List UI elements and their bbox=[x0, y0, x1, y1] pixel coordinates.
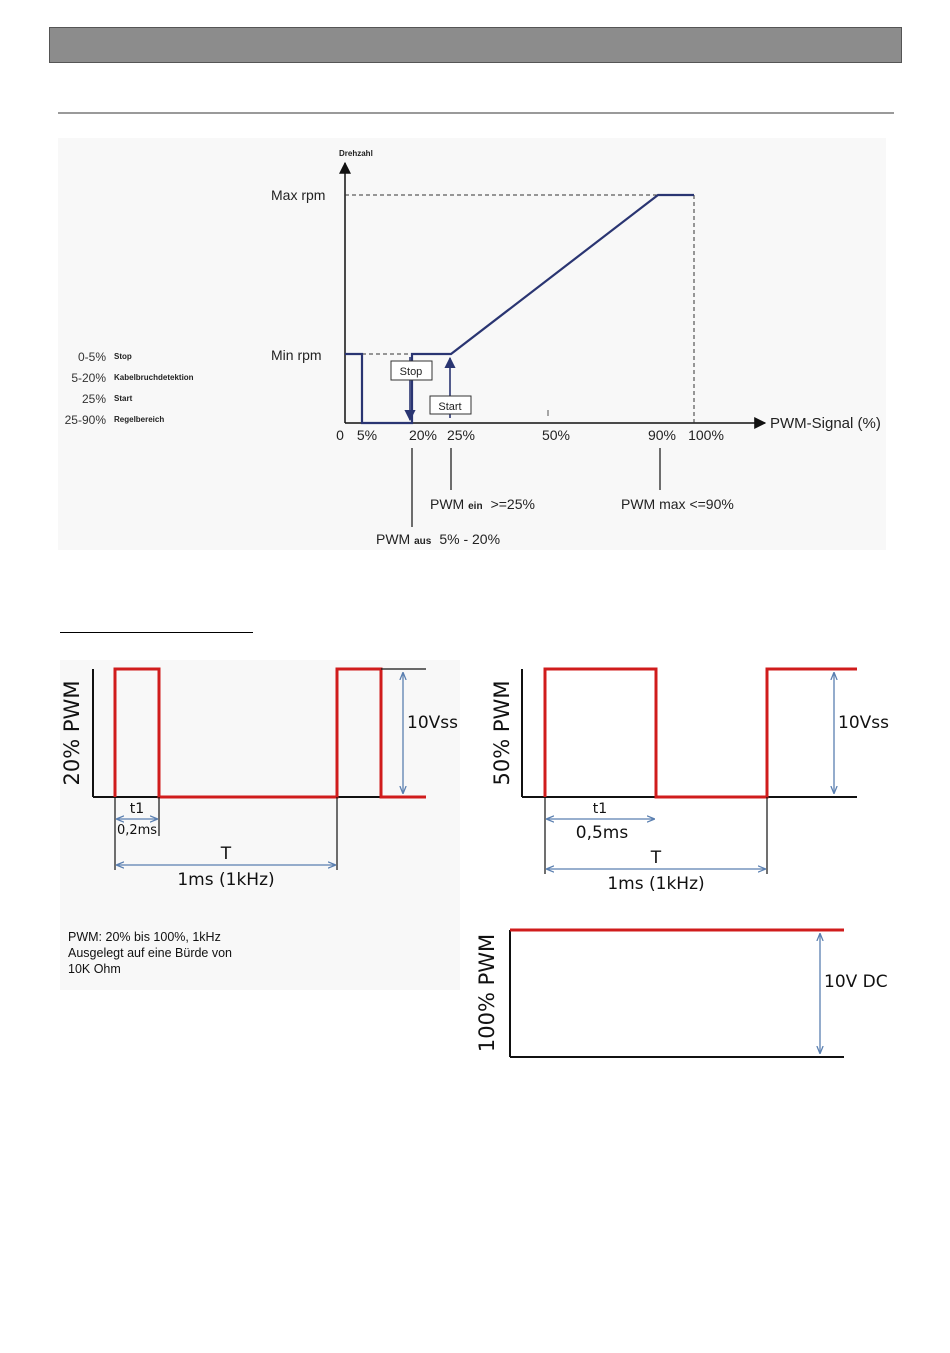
pwm-signal bbox=[543, 667, 857, 799]
stop-box-label: Stop bbox=[400, 366, 423, 378]
legend-item: 0-5% Stop bbox=[58, 350, 268, 371]
waveform-label: 50% PWM bbox=[490, 681, 514, 786]
period-label: T bbox=[650, 848, 662, 868]
period-value: 1ms (1kHz) bbox=[607, 874, 704, 894]
specification-note: PWM: 20% bis 100%, 1kHz Ausgelegt auf ei… bbox=[68, 929, 232, 977]
legend-desc: Stop bbox=[114, 352, 132, 361]
section-rule bbox=[60, 632, 253, 633]
t1-value: 0,5ms bbox=[576, 823, 629, 843]
start-box-label: Start bbox=[438, 401, 461, 413]
separator-line bbox=[58, 112, 894, 114]
x-axis-title: PWM-Signal (%) bbox=[770, 415, 881, 432]
legend-range: 25% bbox=[81, 392, 106, 406]
pwm-100-waveform: 100% PWM 10V DC bbox=[475, 928, 888, 1058]
pwm-50-waveform: 50% PWM 10Vss t1 0,5ms T 1ms (1kHz) bbox=[490, 667, 889, 894]
period-label: T bbox=[220, 844, 232, 864]
legend-range: 5-20% bbox=[71, 371, 106, 385]
t1-label: t1 bbox=[130, 801, 144, 817]
legend-item: 5-20% Kabelbruchdetektion bbox=[58, 371, 268, 392]
speed-chart-panel bbox=[58, 138, 886, 550]
y-axis-title: Drehzahl bbox=[339, 149, 373, 158]
header-bar bbox=[49, 27, 902, 63]
t1-value: 0,2ms bbox=[117, 823, 157, 838]
speed-curve bbox=[345, 193, 694, 425]
start-box bbox=[429, 395, 472, 415]
pwm-on-callout: PWM ein>=25% bbox=[430, 496, 535, 512]
x-tick-label: 100% bbox=[688, 427, 724, 443]
legend-range: 0-5% bbox=[77, 350, 106, 364]
x-tick-label: 0 bbox=[336, 427, 344, 443]
legend-item: 25-90% Regelbereich bbox=[58, 413, 268, 434]
x-tick-label: 5% bbox=[357, 427, 377, 443]
x-tick-label: 25% bbox=[447, 427, 475, 443]
amplitude-label: 10V DC bbox=[824, 972, 888, 992]
x-tick-label: 50% bbox=[542, 427, 570, 443]
waveform-label: 100% PWM bbox=[475, 934, 499, 1052]
amplitude-label: 10Vss bbox=[838, 713, 889, 733]
legend-desc: Regelbereich bbox=[114, 415, 165, 424]
min-rpm-label: Min rpm bbox=[271, 347, 322, 363]
panel-bg bbox=[60, 660, 460, 990]
note-line: Ausgelegt auf eine Bürde von bbox=[68, 946, 233, 960]
max-rpm-label: Max rpm bbox=[271, 187, 325, 203]
pwm-20-waveform: 20% PWM 10Vss t1 0,2ms T 1ms (1kHz) bbox=[60, 660, 460, 990]
pwm-max-callout: PWM max <=90% bbox=[621, 496, 734, 512]
legend-range: 25-90% bbox=[64, 413, 106, 427]
note-line: PWM: 20% bis 100%, 1kHz bbox=[68, 930, 221, 944]
legend: 0-5% Stop 5-20% Kabelbruchdetektion 25% … bbox=[58, 350, 268, 434]
x-tick-label: 20% bbox=[409, 427, 437, 443]
stop-box bbox=[390, 360, 433, 381]
t1-label: t1 bbox=[593, 801, 607, 817]
legend-item: 25% Start bbox=[58, 392, 268, 413]
speed-chart: Drehzahl PWM-Signal (%) Max rpm Min rpm … bbox=[271, 149, 881, 547]
note-line: 10K Ohm bbox=[68, 962, 121, 976]
x-tick-label: 90% bbox=[648, 427, 676, 443]
legend-desc: Kabelbruchdetektion bbox=[114, 373, 194, 382]
waveform-label: 20% PWM bbox=[60, 681, 84, 786]
period-value: 1ms (1kHz) bbox=[177, 870, 274, 890]
amplitude-label: 10Vss bbox=[407, 713, 458, 733]
legend-desc: Start bbox=[114, 394, 133, 403]
